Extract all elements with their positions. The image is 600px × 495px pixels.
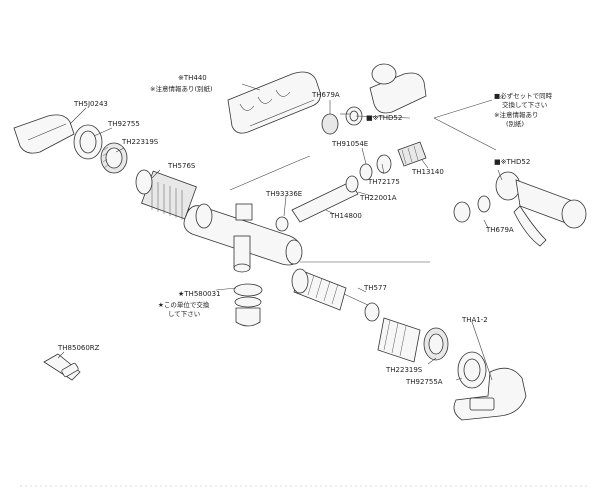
label-th92755a: TH92755A — [405, 378, 443, 386]
label-th440: ※TH440 — [178, 74, 207, 82]
unit-note-line-2: して下さい — [168, 310, 200, 318]
ring-th92755-part — [73, 124, 103, 160]
label-th91054e: TH91054E — [331, 140, 368, 148]
fitting-th580031-part — [233, 283, 263, 327]
right-handle-part — [453, 367, 527, 421]
label-th679a-right: TH679A — [485, 226, 514, 234]
cartridge-right-part — [377, 317, 449, 363]
elbow-right-part — [453, 171, 587, 247]
nut-th22319s-top-part — [100, 142, 128, 174]
label-thd52-right: ■※THD52 — [494, 158, 530, 166]
label-th13140: TH13140 — [411, 168, 444, 176]
faucet-body-part — [183, 203, 303, 273]
key-part — [43, 353, 81, 381]
label-th14800: TH14800 — [329, 212, 362, 220]
label-th576s: TH576S — [167, 162, 196, 170]
label-th440-note: ※注意情報あり(別紙) — [150, 84, 213, 93]
label-th85060rz: TH85060RZ — [57, 344, 100, 352]
label-th22001a: TH22001A — [359, 194, 397, 202]
label-th577: TH577 — [363, 284, 387, 292]
label-th92755: TH92755 — [107, 120, 140, 128]
cartridge-th577-part — [291, 268, 380, 322]
set-note-line-4: (別紙) — [506, 119, 524, 128]
label-thd52-top: ■※THD52 — [366, 114, 402, 122]
ring-th92755a-part — [457, 351, 487, 389]
cartridge-th576s-part — [135, 169, 197, 220]
connector-top-part — [321, 63, 427, 135]
label-th5j0243: TH5J0243 — [73, 100, 108, 108]
valve-parts-group — [359, 141, 427, 181]
label-th72175: TH72175 — [367, 178, 400, 186]
label-th22319s-bottom: TH22319S — [385, 366, 423, 374]
handle-cover-part — [227, 71, 321, 134]
set-note-line-1: ■必ずセットで同時 — [494, 91, 553, 100]
label-th93336e: TH93336E — [265, 190, 302, 198]
unit-note-line-1: ★この単位で交換 — [158, 300, 210, 309]
left-handle-part — [13, 114, 75, 154]
set-note-line-2: 交換して下さい — [502, 100, 547, 109]
label-tha1-2: THA1-2 — [461, 316, 488, 324]
label-th580031: ★TH580031 — [178, 290, 221, 298]
label-th679a-top: TH679A — [311, 91, 340, 99]
leader-lines — [57, 83, 503, 381]
set-note-line-3: ※注意情報あり — [494, 110, 538, 119]
spindle-th14800-part — [275, 175, 359, 232]
label-th22319s-top: TH22319S — [121, 138, 159, 146]
